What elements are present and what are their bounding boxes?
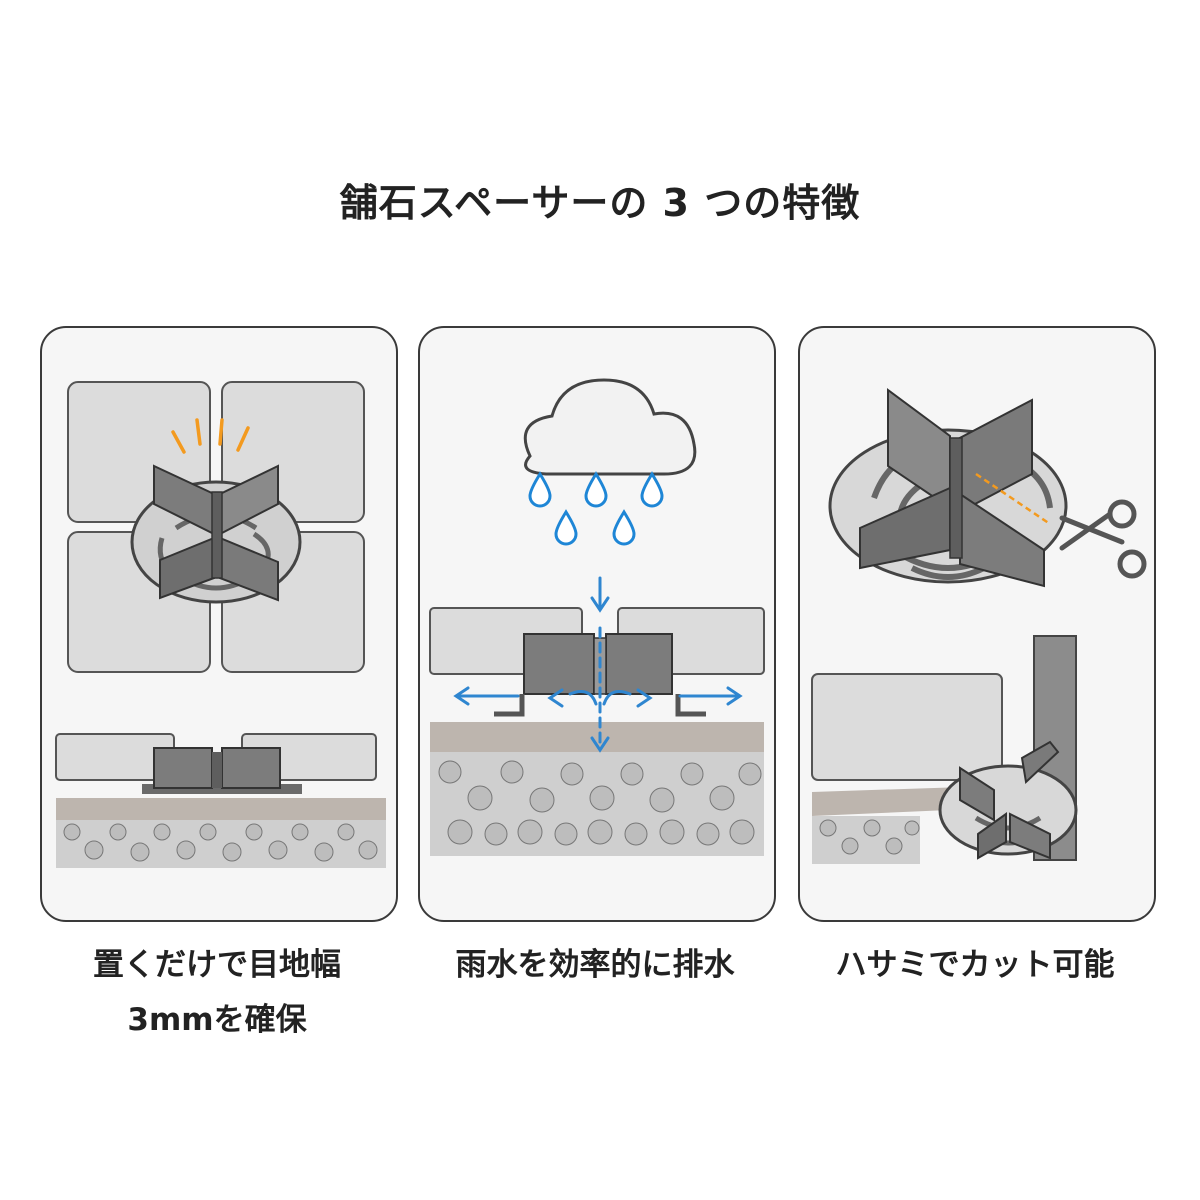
cut-line (975, 472, 1051, 526)
page-title: 舗石スペーサーの 3 つの特徴 (339, 181, 861, 225)
feature-panel-cuttable (798, 326, 1156, 922)
cross-section-side-view (55, 733, 386, 868)
rain-cloud-icon (523, 378, 697, 476)
scissors-icon (1059, 499, 1147, 579)
corner-installation-view (811, 635, 1078, 864)
feature-caption-drainage: 雨水を効率的に排水 (418, 938, 772, 993)
feature-panel-joint-width (40, 326, 398, 922)
feature-caption-joint-width: 置くだけで目地幅 3mmを確保 (40, 938, 394, 1048)
caption-line: 3mmを確保 (127, 1002, 307, 1038)
feature-caption-cuttable: ハサミでカット可能 (798, 938, 1152, 993)
spacer-3d-view (828, 388, 1068, 588)
caption-line: 置くだけで目地幅 (93, 947, 341, 983)
spacer-side-view (494, 633, 706, 717)
drainage-illustration (429, 378, 765, 856)
ground-layers (430, 722, 764, 856)
caption-line: ハサミでカット可能 (835, 947, 1115, 983)
impact-mark-icon (171, 418, 250, 454)
spacer-top-view (130, 464, 302, 604)
cutting-illustration (811, 388, 1147, 864)
paver-grid-illustration (55, 381, 386, 868)
water-flow-arrow-icon (453, 576, 743, 753)
raindrop-icon (528, 471, 664, 546)
caption-line: 雨水を効率的に排水 (455, 947, 735, 983)
feature-panel-drainage (418, 326, 776, 922)
